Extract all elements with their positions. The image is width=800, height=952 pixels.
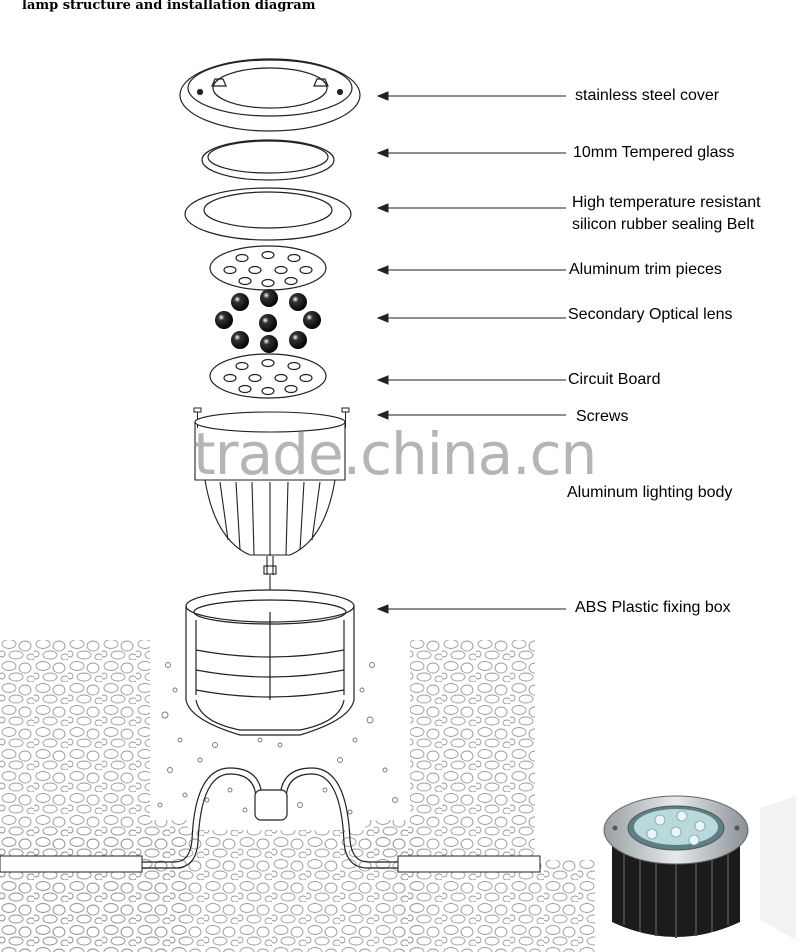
label-fixing-box: ABS Plastic fixing box [575,599,731,616]
cable [140,767,400,869]
glass-drawing [201,139,335,181]
label-optical-lens: Secondary Optical lens [568,306,733,323]
ground-right [365,640,595,952]
product-photo [603,795,796,940]
circuit-board-drawing [209,353,327,399]
pebbles [157,662,398,815]
trim-drawing [209,245,327,291]
leader-arrows [376,91,566,614]
label-screws: Screws [576,408,629,425]
conduit [0,855,541,873]
label-tempered-glass: 10mm Tempered glass [573,144,735,161]
watermark: trade.china.cn [193,420,597,488]
lens-drawing [215,289,321,353]
sealing-belt-drawing [184,187,352,241]
label-aluminum-trim: Aluminum trim pieces [569,261,722,278]
cover-drawing [179,58,361,132]
label-circuit-board: Circuit Board [568,371,661,388]
label-sealing-belt: High temperature resistant silicon rubbe… [572,194,761,233]
lighting-body-drawing [194,411,346,630]
label-lighting-body: Aluminum lighting body [567,484,733,501]
diagram-title: lamp structure and installation diagram [22,0,316,13]
label-stainless-steel-cover: stainless steel cover [575,87,720,104]
fixing-box-drawing [185,589,355,736]
